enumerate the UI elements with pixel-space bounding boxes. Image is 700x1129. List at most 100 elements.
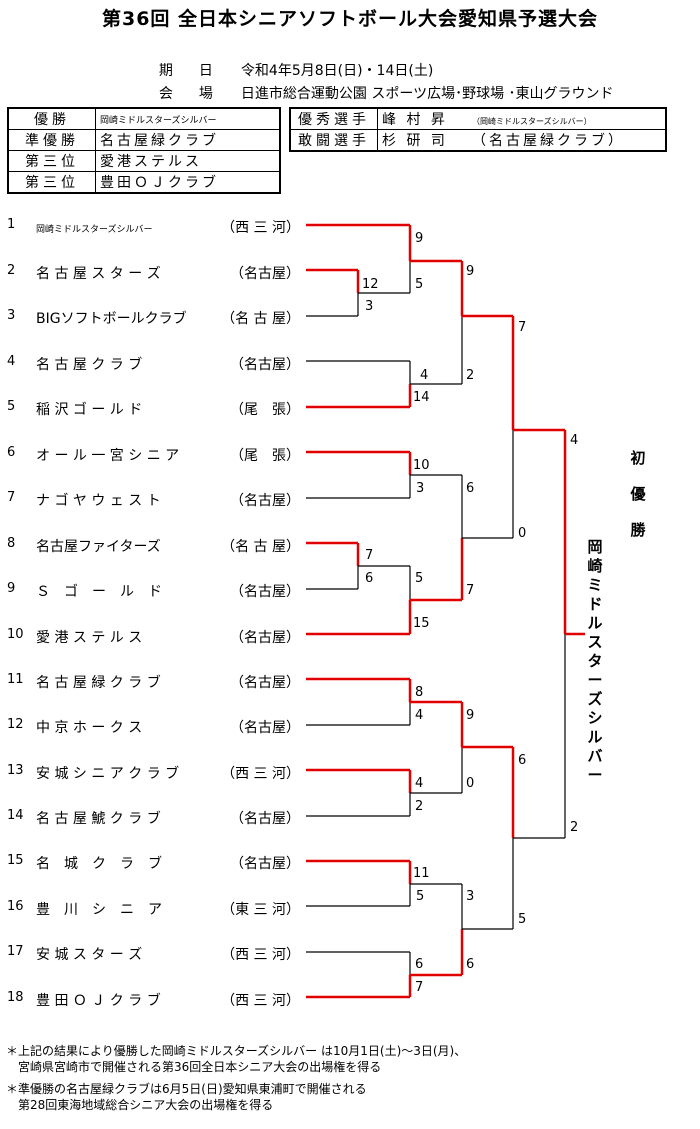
team-region: （名古屋） — [230, 584, 300, 600]
team-entry: 名 古 屋 緑 ク ラ ブ （名古屋） — [36, 672, 300, 692]
team-number: 5 — [7, 399, 16, 414]
score: 6 — [365, 571, 374, 586]
score: 12 — [362, 277, 379, 292]
score: 4 — [420, 368, 429, 383]
score: 10 — [413, 458, 430, 473]
team-name: 愛 港 ス テ ル ス — [36, 630, 143, 646]
score: 7 — [518, 320, 527, 335]
team-number: 6 — [7, 445, 16, 460]
player-team: （岡崎ミドルスターズシルバー） — [472, 117, 592, 126]
team-number: 9 — [7, 581, 16, 596]
team-number: 4 — [7, 354, 16, 369]
result-row: 準優勝 名古屋緑クラブ — [7, 129, 281, 151]
team-region: （名 古 屋） — [221, 539, 300, 555]
team-entry: 中 京 ホ ー ク ス（名古屋） — [36, 717, 300, 737]
result-row: 第三位 愛港ステルス — [7, 150, 281, 172]
team-name: Ｓ ゴ ー ル ド — [36, 584, 162, 600]
date-label: 期日 — [158, 63, 239, 79]
team-name: ナ ゴ ヤ ウ ェ ス ト — [36, 493, 161, 509]
team-entry: 名古屋ファイターズ（名 古 屋） — [36, 536, 300, 556]
footnote: ＊上記の結果により優勝した岡崎ミドルスターズシルバー は10月1日(土)～3日(… — [6, 1044, 467, 1074]
team-entry: 名 古 屋 ス タ ー ズ（名古屋） — [36, 263, 300, 283]
team-region: （名古屋） — [230, 357, 300, 373]
score: 7 — [365, 548, 374, 563]
team-entry: 稲 沢 ゴ ー ル ド（尾 張） — [36, 399, 300, 419]
team-entry: 愛 港 ス テ ル ス（名古屋） — [36, 627, 300, 647]
team-region: （名古屋） — [230, 856, 300, 872]
team-region: （尾 張） — [230, 448, 300, 464]
score: 0 — [518, 526, 527, 541]
score: 2 — [466, 368, 475, 383]
team-number: 7 — [7, 490, 16, 505]
team-name: 中 京 ホ ー ク ス — [36, 720, 143, 736]
team-entry: 安 城 ス タ ー ズ（西 三 河） — [36, 944, 300, 964]
score: 7 — [415, 980, 424, 995]
team-number: 12 — [7, 717, 24, 732]
team-region: （西 三 河） — [221, 220, 300, 236]
score: 5 — [416, 889, 425, 904]
team-number: 2 — [7, 263, 16, 278]
team-number: 1 — [7, 217, 16, 232]
score: 5 — [518, 912, 527, 927]
score: 3 — [416, 481, 425, 496]
team-entry: 岡崎ミドルスターズシルバー （西 三 河） — [36, 217, 300, 237]
team-region: （名古屋） — [230, 675, 300, 691]
page-title: 第36回 全日本シニアソフトボール大会愛知県予選大会 — [101, 8, 599, 30]
score: 6 — [415, 957, 424, 972]
team-region: （東 三 河） — [221, 902, 300, 918]
player-label: 優秀選手 — [289, 107, 378, 130]
player-name: 杉 研 司 — [382, 133, 448, 149]
team-region: （名古屋） — [230, 811, 300, 827]
team-region: （名 古 屋） — [221, 311, 300, 327]
team-entry: 名 古 屋 ク ラ ブ（名古屋） — [36, 354, 300, 374]
venue-label: 会場 — [158, 86, 239, 102]
team-region: （名古屋） — [230, 493, 300, 509]
result-row: 第三位 豊田ＯＪクラブ — [7, 171, 281, 194]
team-name: 稲 沢 ゴ ー ル ド — [36, 402, 143, 418]
team-number: 10 — [7, 627, 24, 642]
score: 8 — [415, 685, 424, 700]
score: 4 — [570, 433, 579, 448]
players-table: 優秀選手 峰 村 昇（岡崎ミドルスターズシルバー） 敢闘選手 杉 研 司（名古屋… — [289, 107, 667, 152]
team-name: 岡崎ミドルスターズシルバー — [36, 225, 153, 235]
score: 2 — [570, 820, 579, 835]
team-number: 18 — [7, 990, 24, 1005]
team-name: 豊 川 シ ニ ア — [36, 902, 162, 918]
result-team: 豊田ＯＪクラブ — [95, 171, 281, 194]
score: 5 — [415, 571, 424, 586]
player-cell: 杉 研 司（名古屋緑クラブ） — [377, 129, 667, 152]
team-entry: 名 古 屋 鯱 ク ラ ブ（名古屋） — [36, 808, 300, 828]
result-label: 第三位 — [7, 150, 96, 172]
team-region: （名古屋） — [230, 266, 300, 282]
player-name: 峰 村 昇 — [382, 112, 448, 128]
team-entry: 豊 田 Ｏ Ｊ ク ラ ブ（西 三 河） — [36, 990, 300, 1010]
score: 3 — [466, 889, 475, 904]
team-name: 豊 田 Ｏ Ｊ ク ラ ブ — [36, 993, 161, 1009]
champion-heading: 初優勝 — [630, 449, 646, 539]
date-value: 令和4年5月8日(日)・14日(土) — [240, 63, 434, 79]
score: 15 — [413, 616, 430, 631]
score: 14 — [413, 390, 430, 405]
player-cell: 峰 村 昇 （岡崎ミドルスターズシルバー） — [377, 107, 667, 130]
score: 6 — [466, 957, 475, 972]
team-name: 安 城 シ ニ ア ク ラ ブ — [36, 766, 180, 782]
team-entry: BIGソフトボールクラブ （名 古 屋） — [36, 308, 300, 328]
team-number: 8 — [7, 536, 16, 551]
score: 11 — [413, 866, 430, 881]
score: 4 — [415, 776, 424, 791]
score: 6 — [466, 481, 475, 496]
score: 2 — [415, 799, 424, 814]
team-number: 16 — [7, 899, 24, 914]
team-name: BIGソフトボールクラブ — [36, 311, 187, 327]
team-entry: 豊 川 シ ニ ア （東 三 河） — [36, 899, 300, 919]
team-name: 安 城 ス タ ー ズ — [36, 947, 143, 963]
score: 0 — [466, 776, 475, 791]
team-region: （西 三 河） — [221, 766, 300, 782]
score: 3 — [365, 299, 374, 314]
score: 7 — [466, 583, 475, 598]
venue-row: 会場日進市総合運動公園 スポーツ広場･野球場 ･東山グラウンド — [150, 67, 614, 103]
score: 6 — [518, 753, 527, 768]
team-number: 14 — [7, 808, 24, 823]
team-name: 名 古 屋 緑 ク ラ ブ — [36, 675, 161, 691]
